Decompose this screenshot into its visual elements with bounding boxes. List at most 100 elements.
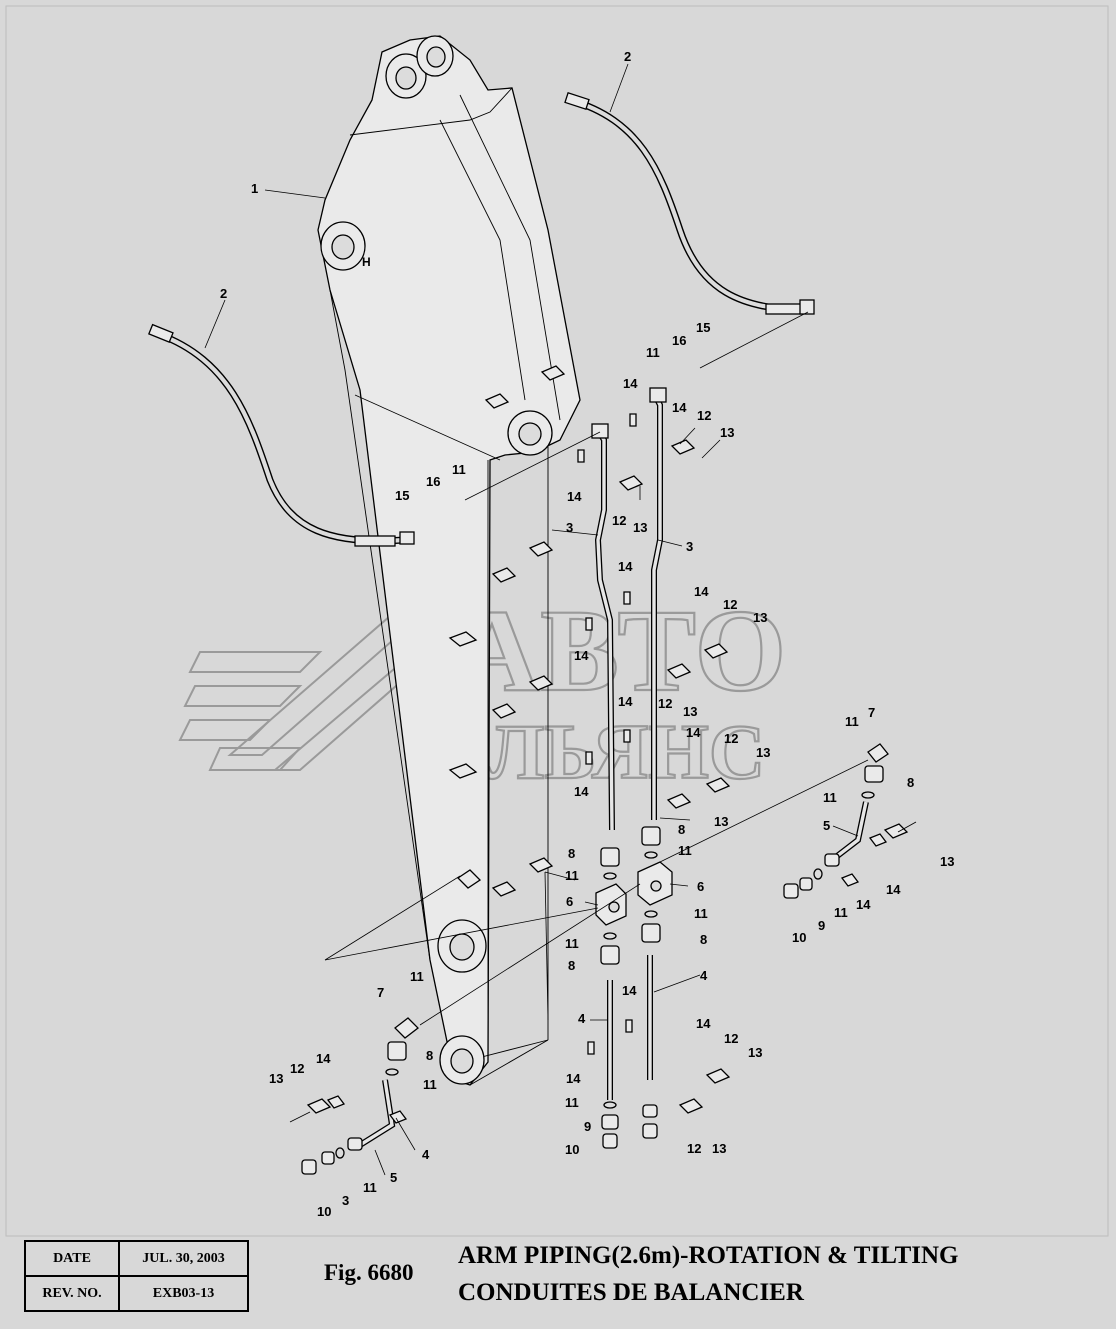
watermark-line-1: АВТО <box>455 585 786 716</box>
callout-4: 4 <box>578 1011 586 1026</box>
callout-13: 13 <box>748 1045 762 1060</box>
callout-14: 14 <box>618 559 633 574</box>
svg-text:H: H <box>362 255 371 269</box>
callout-16: 16 <box>426 474 440 489</box>
callout-4: 4 <box>422 1147 430 1162</box>
figure-title-line-2: CONDUITES DE BALANCIER <box>458 1279 804 1306</box>
callout-14: 14 <box>574 784 589 799</box>
elbow-assembly-lower-left <box>289 1017 419 1175</box>
fittings-right-column <box>641 826 661 1139</box>
callout-11: 11 <box>823 790 837 805</box>
callout-14: 14 <box>696 1016 711 1031</box>
callout-11: 11 <box>452 462 466 477</box>
callout-5: 5 <box>823 818 830 833</box>
callout-11: 11 <box>565 936 579 951</box>
callout-10: 10 <box>792 930 806 945</box>
callout-16: 16 <box>672 333 686 348</box>
page-frame <box>5 5 1109 1237</box>
hose-2-left <box>148 323 415 547</box>
callout-15: 15 <box>696 320 710 335</box>
figure-number: Fig. 6680 <box>324 1260 414 1285</box>
callout-12: 12 <box>723 597 737 612</box>
pipe-3-left <box>591 423 615 831</box>
pipe-clamps <box>577 413 731 1114</box>
rev-value: EXB03-13 <box>118 1275 249 1312</box>
date-value: JUL. 30, 2003 <box>118 1240 249 1277</box>
callout-9: 9 <box>584 1119 591 1134</box>
callout-14: 14 <box>694 584 709 599</box>
callout-14: 14 <box>672 400 687 415</box>
callout-11: 11 <box>834 905 848 920</box>
pipe-3-right <box>649 387 667 820</box>
callout-13: 13 <box>714 814 728 829</box>
callout-8: 8 <box>907 775 914 790</box>
callout-8: 8 <box>568 958 575 973</box>
fittings-left-column <box>600 847 620 1149</box>
callout-14: 14 <box>623 376 638 391</box>
rev-label: REV. NO. <box>24 1275 120 1312</box>
callout-2: 2 <box>624 49 631 64</box>
callout-12: 12 <box>612 513 626 528</box>
callout-3: 3 <box>566 520 573 535</box>
block-6-left <box>595 883 627 926</box>
arm-body: H <box>317 35 581 1086</box>
callout-14: 14 <box>566 1071 581 1086</box>
callout-7: 7 <box>377 985 384 1000</box>
callout-13: 13 <box>712 1141 726 1156</box>
callout-5: 5 <box>390 1170 397 1185</box>
hose-2-right <box>564 92 815 315</box>
callout-14: 14 <box>567 489 582 504</box>
callout-4: 4 <box>700 968 708 983</box>
elbow-assembly-right <box>783 743 917 899</box>
callout-13: 13 <box>756 745 770 760</box>
callout-8: 8 <box>568 846 575 861</box>
callout-11: 11 <box>646 345 660 360</box>
callout-1: 1 <box>251 181 258 196</box>
callout-8: 8 <box>678 822 685 837</box>
callout-10: 10 <box>317 1204 331 1219</box>
block-6-right <box>637 861 673 906</box>
callout-14: 14 <box>622 983 637 998</box>
callout-14: 14 <box>316 1051 331 1066</box>
callout-6: 6 <box>697 879 704 894</box>
leader-lines <box>204 63 869 1176</box>
callout-12: 12 <box>290 1061 304 1076</box>
callout-11: 11 <box>565 868 579 883</box>
callout-12: 12 <box>687 1141 701 1156</box>
callout-numbers: 1 2 2 3 3 3 4 4 4 5 5 6 6 7 7 8 8 8 8 8 … <box>220 49 954 1219</box>
callout-11: 11 <box>845 714 859 729</box>
revision-info-table: DATE JUL. 30, 2003 REV. NO. EXB03-13 <box>24 1240 249 1312</box>
callout-8: 8 <box>426 1048 433 1063</box>
date-label: DATE <box>24 1240 120 1277</box>
callout-13: 13 <box>720 425 734 440</box>
callout-9: 9 <box>818 918 825 933</box>
arm-clamp-brackets <box>448 365 566 897</box>
callout-2: 2 <box>220 286 227 301</box>
callout-12: 12 <box>724 731 738 746</box>
callout-11: 11 <box>363 1180 377 1195</box>
callout-3: 3 <box>686 539 693 554</box>
callout-11: 11 <box>410 969 424 984</box>
callout-11: 11 <box>694 906 708 921</box>
callout-7: 7 <box>868 705 875 720</box>
callout-14: 14 <box>618 694 633 709</box>
callout-11: 11 <box>423 1077 437 1092</box>
callout-3: 3 <box>342 1193 349 1208</box>
callout-12: 12 <box>724 1031 738 1046</box>
callout-10: 10 <box>565 1142 579 1157</box>
callout-14: 14 <box>886 882 901 897</box>
callout-13: 13 <box>633 520 647 535</box>
callout-11: 11 <box>678 843 692 858</box>
callout-12: 12 <box>697 408 711 423</box>
figure-title-line-1: ARM PIPING(2.6m)-ROTATION & TILTING <box>458 1242 959 1269</box>
callout-14: 14 <box>574 648 589 663</box>
callout-12: 12 <box>658 696 672 711</box>
callout-13: 13 <box>683 704 697 719</box>
callout-11: 11 <box>565 1095 579 1110</box>
callout-13: 13 <box>753 610 767 625</box>
callout-8: 8 <box>700 932 707 947</box>
callout-14: 14 <box>686 725 701 740</box>
callout-13: 13 <box>940 854 954 869</box>
